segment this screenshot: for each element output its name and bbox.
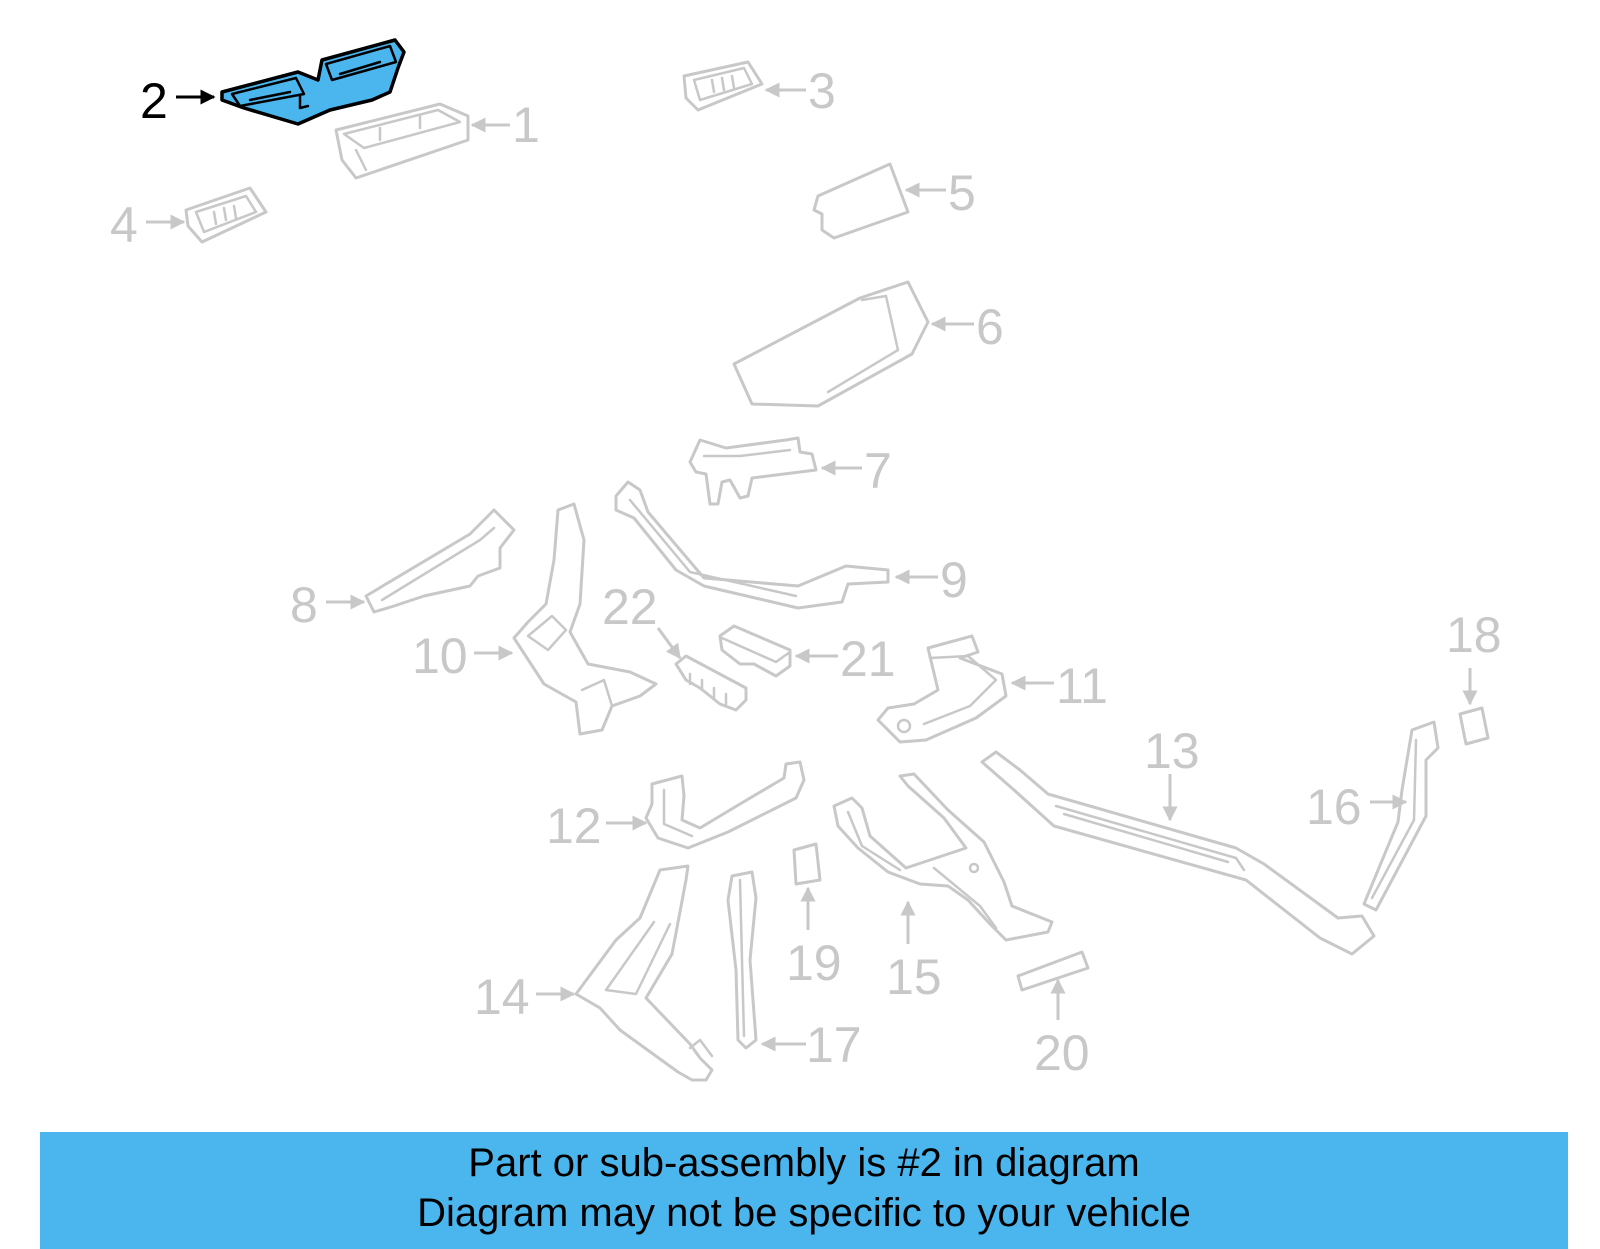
leader-22	[656, 627, 682, 660]
banner-line-2: Diagram may not be specific to your vehi…	[417, 1191, 1191, 1235]
part-22[interactable]	[674, 654, 748, 712]
part-14[interactable]	[574, 864, 714, 1082]
callout-19[interactable]: 19	[786, 935, 842, 991]
part-7[interactable]	[688, 436, 818, 506]
part-15[interactable]	[832, 772, 1054, 942]
part-3[interactable]	[682, 60, 764, 112]
part-19[interactable]	[792, 842, 822, 886]
callout-16[interactable]: 16	[1306, 779, 1362, 835]
banner-line-1: Part or sub-assembly is #2 in diagram	[468, 1141, 1140, 1185]
callout-15[interactable]: 15	[886, 949, 942, 1005]
part-9[interactable]	[614, 480, 890, 610]
part-2-highlighted[interactable]	[220, 38, 406, 126]
callout-4[interactable]: 4	[110, 197, 138, 253]
callout-18[interactable]: 18	[1446, 607, 1502, 663]
callout-8[interactable]: 8	[290, 577, 318, 633]
part-11[interactable]	[876, 634, 1008, 744]
callout-14[interactable]: 14	[474, 969, 530, 1025]
callout-12[interactable]: 12	[546, 798, 602, 854]
callout-17[interactable]: 17	[806, 1017, 862, 1073]
part-16[interactable]	[1362, 720, 1440, 912]
callout-22[interactable]: 22	[602, 579, 658, 635]
part-17[interactable]	[726, 870, 758, 1050]
callout-20[interactable]: 20	[1034, 1025, 1090, 1081]
callout-7[interactable]: 7	[864, 443, 892, 499]
part-4[interactable]	[184, 186, 268, 244]
callout-1[interactable]: 1	[512, 97, 540, 153]
part-12[interactable]	[644, 760, 806, 850]
callout-11[interactable]: 11	[1056, 658, 1108, 714]
part-10[interactable]	[512, 502, 658, 736]
callout-2[interactable]: 2	[140, 73, 168, 129]
callout-9[interactable]: 9	[940, 552, 968, 608]
part-6[interactable]	[732, 280, 930, 408]
part-5[interactable]	[812, 162, 910, 240]
part-13[interactable]	[980, 750, 1376, 956]
part-20[interactable]	[1016, 950, 1090, 992]
callout-5[interactable]: 5	[948, 165, 976, 221]
callout-3[interactable]: 3	[808, 63, 836, 119]
callout-21[interactable]: 21	[840, 631, 896, 687]
info-banner: Part or sub-assembly is #2 in diagram Di…	[40, 1132, 1568, 1249]
part-18[interactable]	[1458, 706, 1490, 746]
callout-13[interactable]: 13	[1144, 723, 1200, 779]
callout-6[interactable]: 6	[976, 299, 1004, 355]
part-1[interactable]	[334, 102, 470, 180]
callout-10[interactable]: 10	[412, 628, 468, 684]
part-8[interactable]	[364, 508, 516, 614]
part-21[interactable]	[718, 624, 792, 678]
